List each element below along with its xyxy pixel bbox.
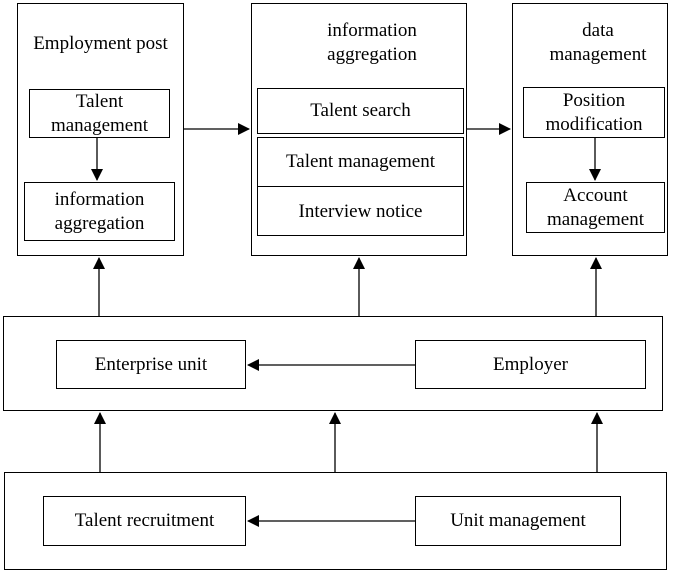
interview-notice-item: Interview notice [298, 200, 423, 222]
account-management-node: Account management [526, 182, 665, 233]
information-aggregation-node: information aggregation [24, 182, 175, 241]
employment-post-title: Employment post [33, 33, 168, 54]
information-aggregation-title: information aggregation [327, 20, 417, 65]
employer-node: Employer [415, 340, 646, 389]
data-management-title: data management [549, 20, 647, 65]
talent-management-item: Talent management [285, 150, 436, 172]
enterprise-unit-node: Enterprise unit [56, 340, 246, 389]
talent-recruitment-node: Talent recruitment [43, 496, 246, 546]
position-modification-node: Position modification [523, 87, 665, 138]
unit-management-node: Unit management [415, 496, 621, 546]
group-divider [257, 186, 464, 187]
talent-management-node: Talent management [29, 89, 170, 138]
talent-search-node: Talent search [257, 88, 464, 134]
